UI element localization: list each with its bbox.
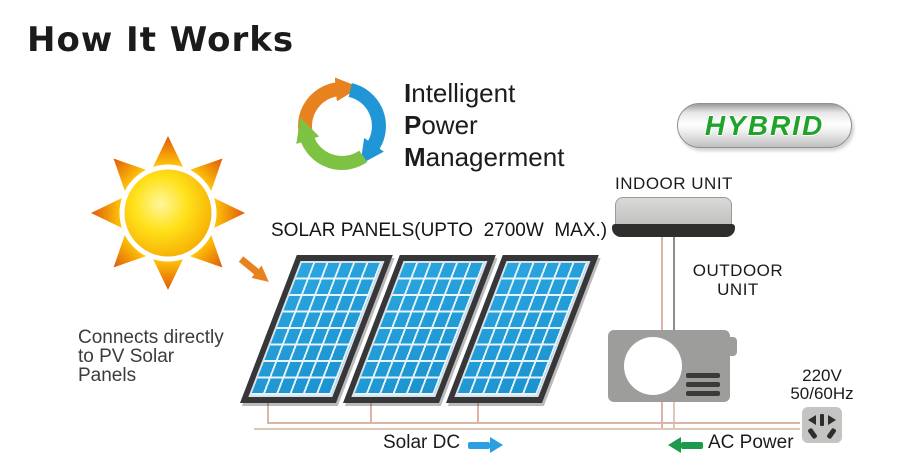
solar-dc-label: Solar DC bbox=[383, 432, 461, 453]
hybrid-label: HYBRID bbox=[704, 109, 825, 141]
ipm-line-2: Power bbox=[404, 110, 478, 140]
ac-power-arrow-icon bbox=[668, 437, 703, 453]
ipm-line-3: Managerment bbox=[404, 142, 565, 172]
indoor-unit-vent bbox=[612, 224, 735, 237]
outdoor-unit-vent-bar bbox=[686, 391, 720, 396]
pv-connect-note-line: Panels bbox=[78, 365, 137, 386]
outdoor-unit-vent-bar bbox=[686, 373, 720, 378]
wire-panel2-drop bbox=[370, 403, 372, 424]
sun-to-panel-arrow bbox=[238, 256, 269, 282]
wire-bus-lower bbox=[254, 428, 800, 430]
pv-connect-note: Connects directly to PV Solar Panels bbox=[78, 328, 224, 385]
frequency-label: 50/60Hz bbox=[790, 384, 854, 403]
wire-outdoor-drop-left bbox=[661, 402, 663, 429]
power-outlet-icon bbox=[802, 407, 842, 443]
ipm-caption: Intelligent Power Managerment bbox=[404, 77, 564, 173]
wire-bus-upper bbox=[267, 422, 800, 424]
wire-outdoor-drop-right bbox=[673, 402, 675, 429]
wire-panel1-drop bbox=[267, 403, 269, 424]
wire-panel3-drop bbox=[477, 403, 479, 424]
indoor-unit-label: INDOOR UNIT bbox=[615, 174, 733, 193]
solar-panels-label: SOLAR PANELS(UPTO 2700W MAX.) bbox=[271, 220, 608, 241]
page-title: How It Works bbox=[27, 20, 295, 60]
outdoor-unit-tab bbox=[727, 337, 737, 356]
pv-connect-note-line: Connects directly bbox=[78, 327, 224, 348]
indoor-unit bbox=[615, 197, 732, 227]
pv-connect-note-line: to PV Solar bbox=[78, 346, 175, 367]
ac-power-label: AC Power bbox=[708, 432, 794, 453]
hybrid-badge: HYBRID bbox=[677, 103, 852, 148]
outdoor-unit-label-line2: UNIT bbox=[717, 280, 759, 299]
wire-indoor-to-outdoor-left bbox=[661, 237, 663, 330]
ipm-line-1: Intelligent bbox=[404, 78, 516, 108]
mains-power-label: 220V 50/60Hz bbox=[782, 367, 862, 403]
voltage-label: 220V bbox=[802, 366, 842, 385]
outdoor-unit-label-line1: OUTDOOR bbox=[692, 261, 784, 280]
solar-dc-arrow-icon bbox=[468, 437, 503, 453]
outdoor-unit-label: OUTDOOR UNIT bbox=[683, 261, 793, 299]
wire-indoor-to-outdoor-right bbox=[673, 237, 675, 330]
outdoor-unit-fan bbox=[624, 337, 682, 395]
outdoor-unit-vent-bar bbox=[686, 382, 720, 387]
